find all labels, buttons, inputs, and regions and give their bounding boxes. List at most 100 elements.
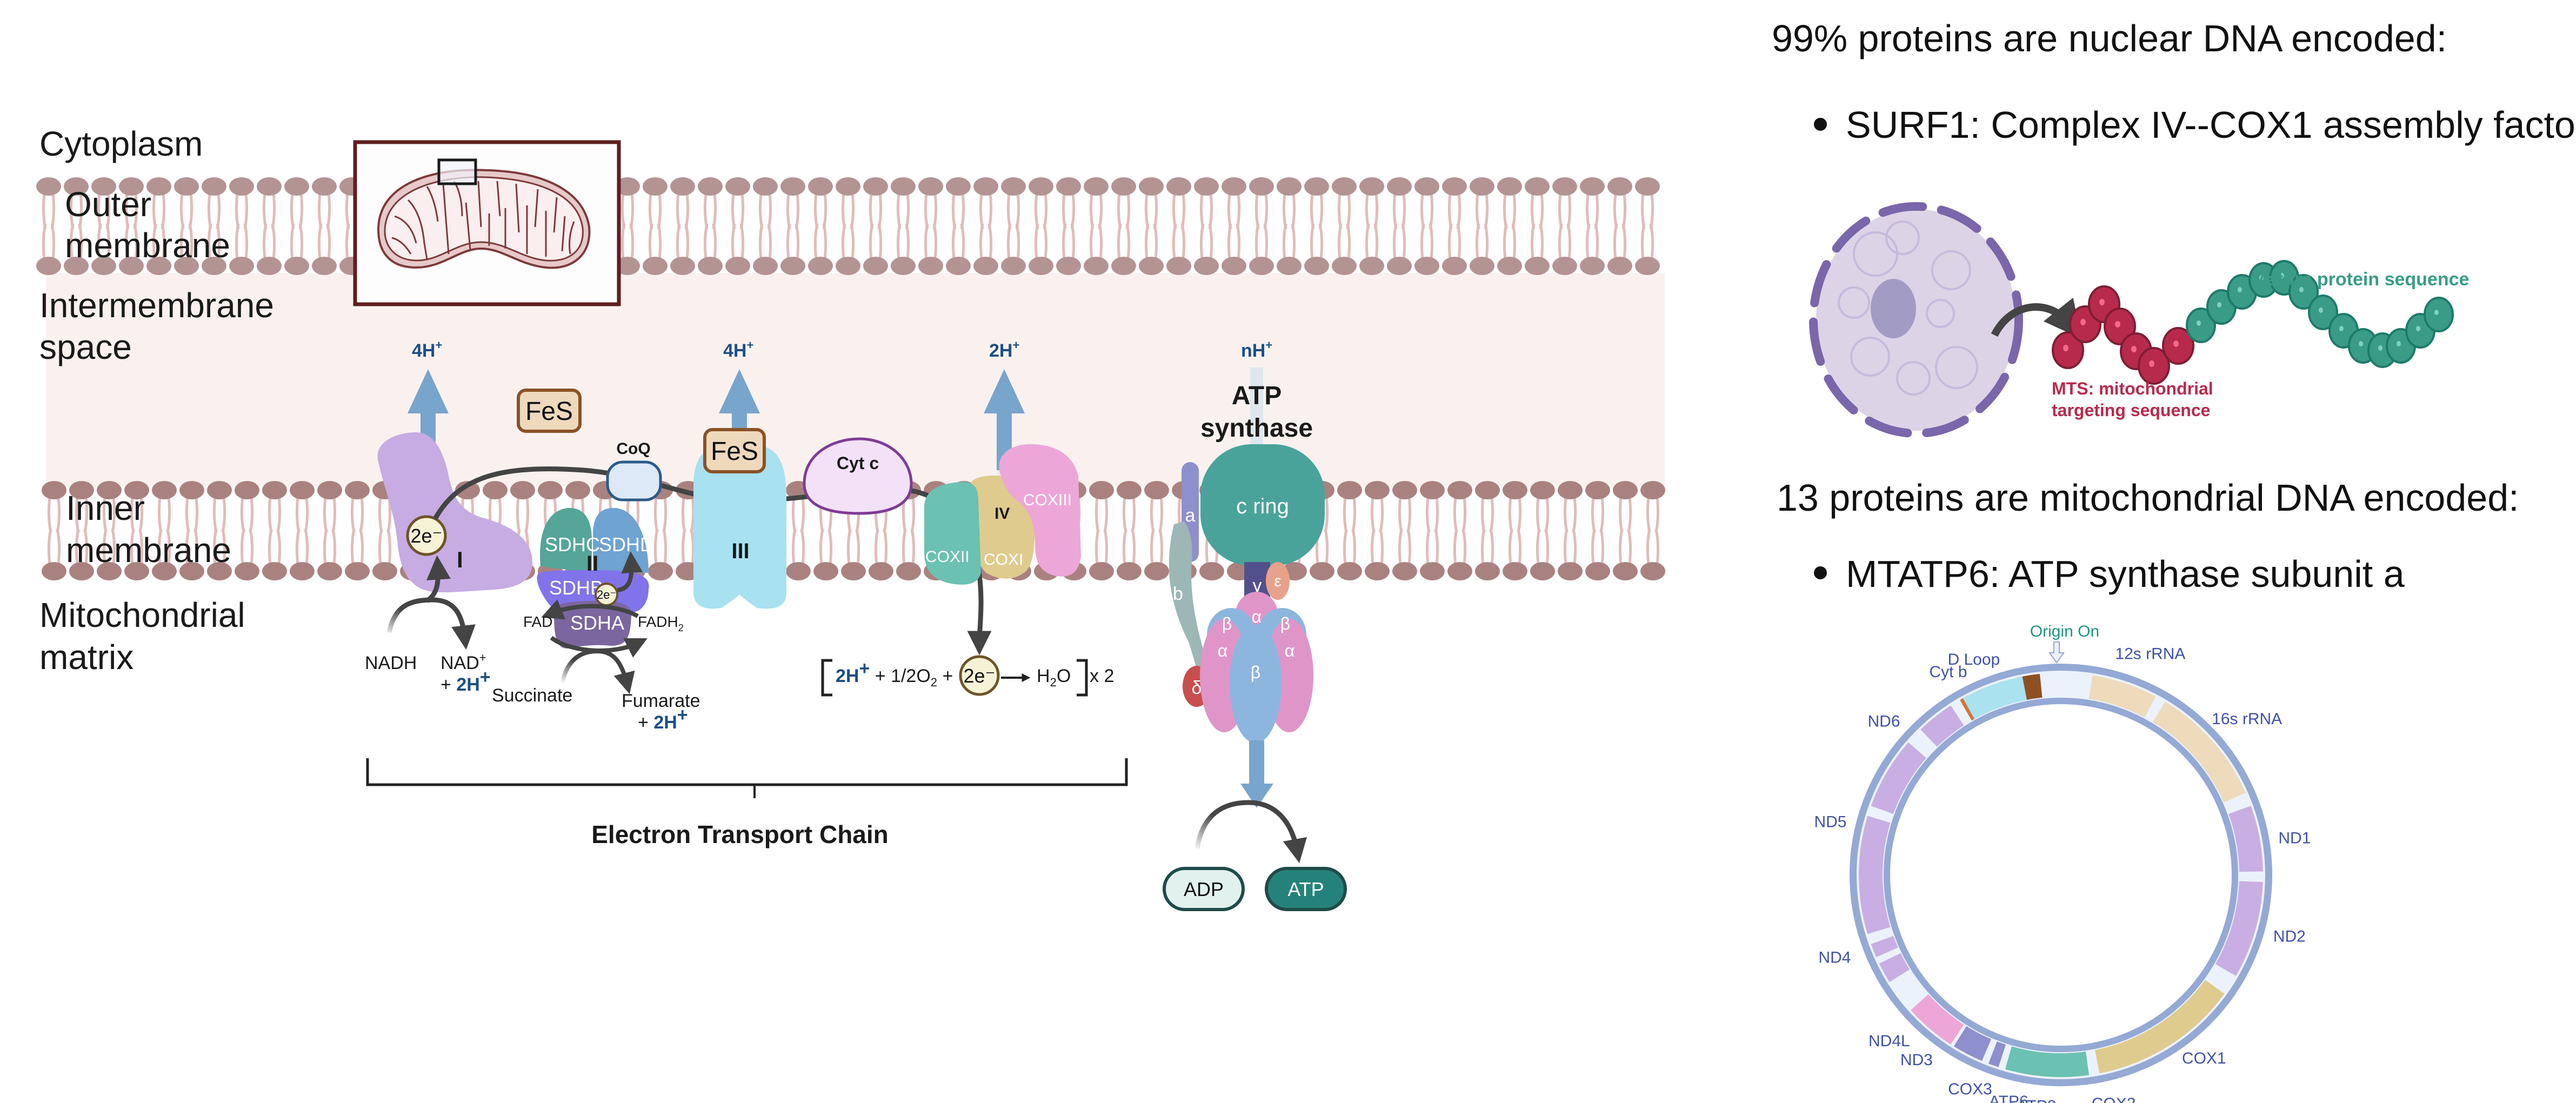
proton-channel-atp-synthase	[1250, 367, 1263, 454]
gene-label: D Loop	[1948, 651, 2000, 669]
coq-label: CoQ	[616, 440, 650, 458]
sdhb-label: SDHB	[549, 577, 603, 599]
matrix-label: Mitochondrial	[39, 596, 245, 634]
fad-label: FAD	[523, 613, 552, 630]
coxii-label: COXII	[925, 548, 970, 566]
coenzyme-q: CoQ	[606, 440, 662, 502]
coxiii-label: COXIII	[1023, 491, 1072, 509]
gene-label: COX1	[2182, 1049, 2226, 1067]
mature-bead	[2186, 307, 2216, 343]
succinate-label: Succinate	[492, 685, 572, 706]
mts-bead	[2138, 347, 2170, 385]
atp-output-arrow-head	[1240, 784, 1273, 808]
svg-text:FeS: FeS	[525, 397, 573, 426]
atp-pill: ATP	[1265, 867, 1347, 911]
mature-bead	[2288, 274, 2319, 310]
gene-label: Cyt b	[1929, 663, 1967, 681]
atp-synthase: ATP synthase a c ring b δ γ ε α β β α α …	[1169, 382, 1325, 864]
mitochondrion-inset	[353, 140, 621, 306]
svg-text:α: α	[1218, 641, 1228, 660]
complex-3: III	[693, 446, 786, 609]
gene-segment	[2094, 979, 2225, 1074]
etc-label: Electron Transport Chain	[591, 820, 889, 848]
surf1-bullet: SURF1: Complex IV--COX1 assembly factor	[1846, 104, 2576, 146]
gene-label: 16s rRNA	[2212, 710, 2282, 728]
adp-pill: ADP	[1163, 867, 1245, 911]
water-equation: 2H+ + 1/2O2 + 2e⁻ H2O x 2	[821, 655, 1114, 697]
electron-badge-complex1: 2e⁻	[406, 515, 447, 556]
svg-text:a: a	[1185, 505, 1196, 526]
mature-protein-label: Mature protein sequence	[2252, 269, 2469, 290]
svg-text:ATP: ATP	[1287, 878, 1324, 900]
mitochondrion-icon	[377, 158, 591, 269]
coxi-label: COXI	[984, 551, 1023, 569]
fes-cluster-2: FeS	[703, 428, 766, 473]
gene-label: ND4	[1818, 948, 1851, 966]
mts-bead	[2052, 331, 2084, 369]
svg-text:δ: δ	[1192, 678, 1202, 698]
gene-label: COX2	[2092, 1095, 2136, 1103]
svg-text:ε: ε	[1274, 572, 1281, 590]
cytochrome-c: Cyt c	[803, 437, 913, 515]
gene-label: 12s rRNA	[2115, 645, 2185, 663]
inner-membrane-label-2: membrane	[66, 531, 231, 570]
origin-label: Origin On	[2030, 623, 2099, 640]
svg-text:β: β	[1251, 663, 1260, 682]
svg-text:2H+ + 1/2O2 +: 2H+ + 1/2O2 +	[836, 658, 953, 689]
svg-text:β: β	[1222, 614, 1232, 633]
nucleus-cell	[1809, 202, 2023, 438]
gene-segment	[1911, 994, 1964, 1045]
gene-label: COX3	[1948, 1080, 1992, 1098]
complex-1-label: I	[457, 547, 463, 572]
fes-cluster-1: FeS	[517, 389, 582, 433]
mts-bead	[2162, 327, 2194, 365]
sdha-label: SDHA	[570, 612, 624, 634]
gene-segment	[1871, 935, 1898, 958]
atp-output-arrow-shaft	[1249, 740, 1264, 786]
svg-text:FeS: FeS	[711, 437, 758, 466]
succinate-arc-arrow	[560, 649, 635, 694]
adp-atp-arc-arrow	[1194, 800, 1307, 864]
gene-label: ND3	[1900, 1051, 1933, 1069]
nad-label: NAD+	[441, 651, 486, 673]
nadh-label: NADH	[365, 653, 417, 673]
fadh2-label: FADH2	[638, 613, 684, 633]
bullet-surf1	[1814, 118, 1827, 131]
etc-bracket	[366, 758, 1128, 798]
nadh-electron-arrow	[425, 555, 451, 603]
gene-label: ND5	[1814, 813, 1846, 831]
atp-synthase-title-2: synthase	[1200, 414, 1313, 443]
intermembrane-space-label-2: space	[39, 327, 132, 366]
protein-chain	[2052, 260, 2454, 385]
subunit-b	[1169, 522, 1208, 670]
equation-electrons: 2e⁻	[963, 665, 995, 687]
svg-text:ADP: ADP	[1184, 878, 1224, 900]
complex-4: IV COXII COXI COXIII	[924, 444, 1081, 585]
gene-segment	[1953, 1026, 1992, 1061]
fad-arrow	[541, 599, 639, 620]
svg-text:b: b	[1173, 584, 1183, 604]
fumarate-label: Fumarate	[622, 691, 700, 711]
gene-segment	[1871, 742, 1926, 814]
c-ring-label: c ring	[1236, 494, 1289, 518]
gene-label: ATP6	[1989, 1093, 2028, 1103]
origin-arrow	[2048, 641, 2065, 664]
gene-label: ND4L	[1868, 1032, 1910, 1050]
cytc-label: Cyt c	[837, 453, 879, 473]
complex1-protons-label: + 2H+	[441, 667, 491, 695]
c-ring	[1200, 444, 1325, 566]
gene-segment	[1963, 676, 2027, 719]
gene-segment	[1988, 1041, 2006, 1067]
nuclear-heading: 99% proteins are nuclear DNA encoded:	[1772, 17, 2447, 59]
svg-text:2e⁻: 2e⁻	[597, 588, 616, 601]
complex-2: SDHC SDHD II SDHB SDHA	[537, 507, 654, 649]
subunit-epsilon	[1266, 562, 1290, 600]
bullet-mtatp6	[1814, 566, 1827, 579]
proton-label-complex1: 4H+	[412, 338, 442, 361]
outer-membrane	[36, 177, 1660, 275]
gene-segment	[2005, 1046, 2090, 1077]
gene-segment	[2152, 701, 2246, 803]
gene-label: ND6	[1868, 712, 1900, 730]
